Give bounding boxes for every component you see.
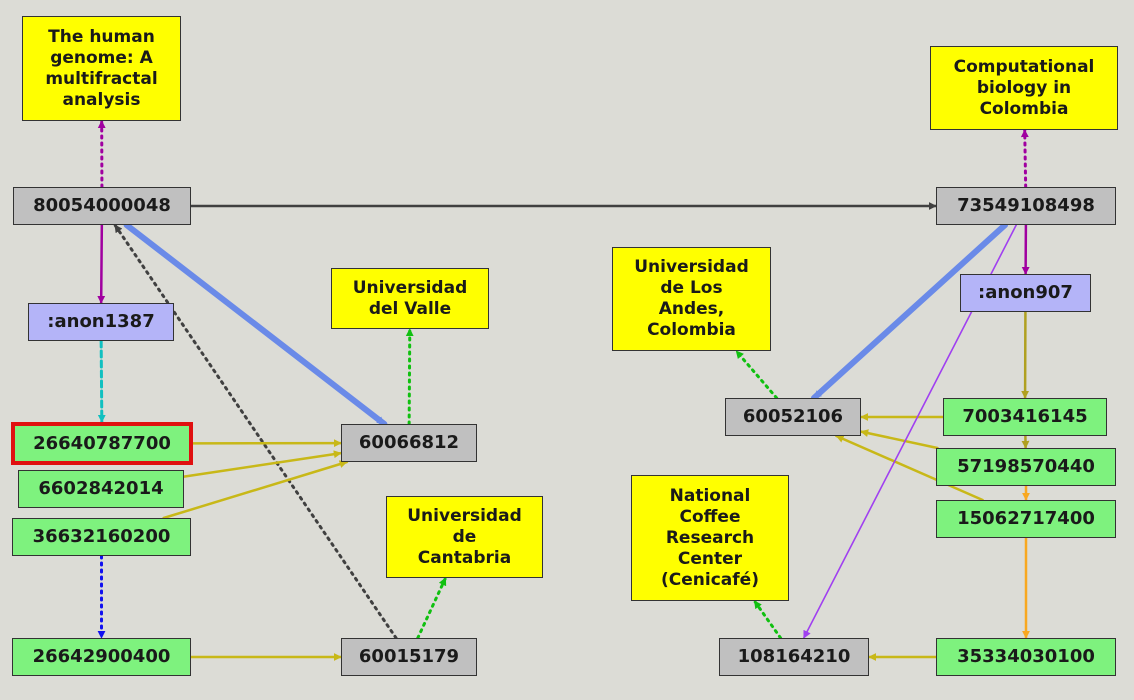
- edge-36632160200-to-60066812: [162, 460, 349, 520]
- edge-73549108498-to-comp_bio: [1020, 128, 1029, 189]
- edge-80054000048-to-anon1387: [97, 223, 106, 305]
- node-57198570440[interactable]: 57198570440: [936, 448, 1116, 486]
- node-universidad-del-valle[interactable]: Universidad del Valle: [331, 268, 489, 329]
- node-80054000048[interactable]: 80054000048: [13, 187, 191, 225]
- edge-15062717400-to-60052106: [835, 434, 984, 502]
- edge-60015179-to-80054000048: [113, 223, 398, 640]
- edge-57198570440-to-60052106: [859, 429, 939, 450]
- node-15062717400[interactable]: 15062717400: [936, 500, 1116, 538]
- node-universidad-de-los-andes[interactable]: Universidad de Los Andes, Colombia: [612, 247, 771, 351]
- node-73549108498[interactable]: 73549108498: [936, 187, 1116, 225]
- node-universidad-de-cantabria[interactable]: Universidad de Cantabria: [386, 496, 543, 578]
- node-108164210[interactable]: 108164210: [719, 638, 869, 676]
- edge-108164210-to-cenicafe: [752, 599, 783, 640]
- node-35334030100[interactable]: 35334030100: [936, 638, 1116, 676]
- node-26642900400[interactable]: 26642900400: [12, 638, 191, 676]
- edge-60015179-to-unican: [416, 576, 448, 640]
- node-6602842014[interactable]: 6602842014: [18, 470, 184, 508]
- edge-6602842014-to-60066812: [182, 450, 343, 478]
- node-human-genome[interactable]: The human genome: A multifractal analysi…: [22, 16, 181, 121]
- edge-anon1387-to-26640787700: [97, 339, 106, 424]
- node-60015179[interactable]: 60015179: [341, 638, 477, 676]
- node-computational-biology[interactable]: Computational biology in Colombia: [930, 46, 1118, 130]
- node-26640787700[interactable]: 26640787700: [11, 422, 193, 465]
- edge-60052106-to-uniandes: [734, 349, 779, 400]
- edge-80054000048-to-60066812: [123, 222, 388, 427]
- edge-73549108498-to-60052106: [810, 222, 1009, 401]
- node-60066812[interactable]: 60066812: [341, 424, 477, 462]
- node-anon907[interactable]: :anon907: [960, 274, 1091, 312]
- node-cenicafe[interactable]: National Coffee Research Center (Cenicaf…: [631, 475, 789, 601]
- node-anon1387[interactable]: :anon1387: [28, 303, 174, 341]
- node-36632160200[interactable]: 36632160200: [12, 518, 191, 556]
- node-60052106[interactable]: 60052106: [725, 398, 861, 436]
- edge-60066812-to-univalle: [405, 327, 414, 426]
- node-7003416145[interactable]: 7003416145: [943, 398, 1107, 436]
